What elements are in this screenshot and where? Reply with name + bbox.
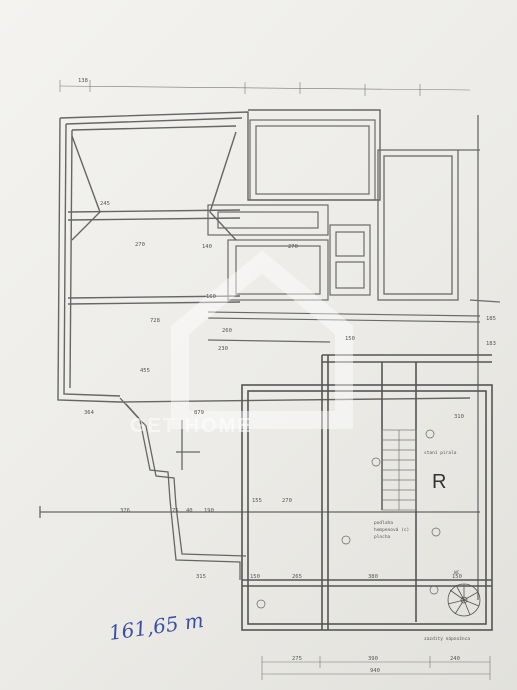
central-rooms (207, 119, 481, 343)
annotation-bottom: zazditý nápnožnca (424, 635, 470, 642)
dim-row-728: 728 (150, 318, 160, 324)
dim-row-455: 455 (140, 368, 150, 374)
watermark-text: GET HOME (130, 415, 253, 437)
dim-row-230: 230 (218, 346, 228, 352)
dim-left-40: 40 (186, 508, 193, 514)
dimension-labels: 138 270 245 140 270 160 185 150 230 260 … (78, 78, 496, 674)
dim-mid-155: 155 (252, 498, 262, 504)
dim-middle-3: 160 (206, 294, 216, 300)
bottom-dimension-chain (261, 656, 491, 680)
top-dimension-chain (59, 80, 471, 96)
annotation-note-2: hempenová (c) (374, 526, 409, 533)
dim-left-315: 315 (196, 574, 206, 580)
dim-top-left: 138 (78, 78, 88, 84)
watermark-logo (171, 250, 353, 429)
right-upper-room (377, 115, 501, 600)
dim-middle-1: 140 (202, 244, 212, 250)
dim-left-75: 75 (172, 508, 179, 514)
dim-left-1: 270 (135, 242, 145, 248)
dim-bot-390: 390 (368, 656, 378, 662)
dim-bot-275: 275 (292, 656, 302, 662)
dim-bot-940: 940 (370, 668, 380, 674)
dim-row-260: 260 (222, 328, 232, 334)
dim-mid-380: 380 (368, 574, 378, 580)
handwritten-area-note: 161,65 m (107, 608, 205, 645)
dim-right-top: 185 (486, 316, 496, 322)
room-letter: R (432, 471, 446, 493)
dim-mid-265: 265 (292, 574, 302, 580)
dim-left-150: 150 (250, 574, 260, 580)
dim-middle-2: 270 (288, 244, 298, 250)
annotations: staní pirala podlaha hempenová (c) ploch… (374, 449, 470, 642)
spiral-staircase (447, 583, 481, 617)
annotation-stair: staní pirala (424, 449, 457, 456)
dim-row-879: 879 (194, 410, 204, 416)
annotation-wc: WC (454, 570, 460, 576)
dim-row-364: 364 (84, 410, 95, 416)
annotation-note-1: podlaha (374, 520, 393, 526)
dim-right-310: 310 (454, 414, 464, 420)
dim-left-190: 190 (204, 508, 214, 514)
upper-left-walls (57, 109, 471, 403)
dim-right-183: 183 (486, 341, 496, 347)
staircase (381, 429, 417, 511)
annotation-note-3: plocha (374, 534, 391, 540)
dim-bot-240: 240 (450, 656, 460, 662)
dim-left-376: 376 (120, 508, 130, 514)
lower-room-block (241, 354, 493, 631)
dim-right-upper: 150 (345, 336, 355, 342)
lower-left-walls (39, 397, 480, 580)
dim-mid-270: 270 (282, 498, 292, 504)
markers (256, 429, 441, 609)
dim-left-2: 245 (100, 201, 110, 207)
dim-right-150: 150 (452, 574, 462, 580)
